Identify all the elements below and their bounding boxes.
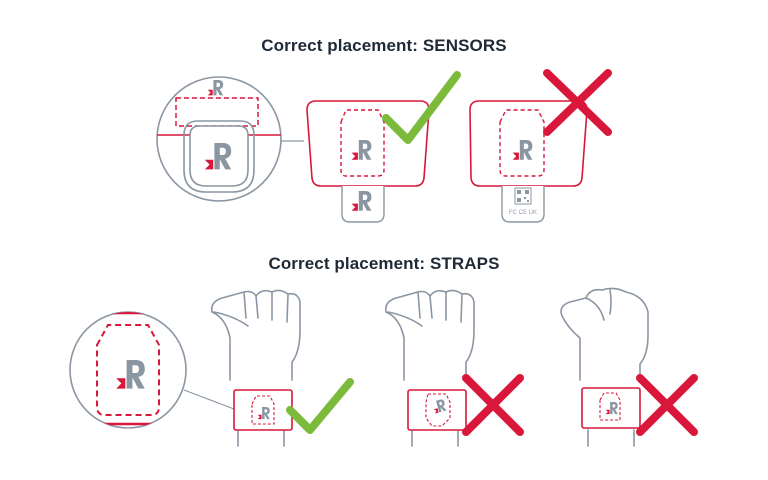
sensor-magnifier bbox=[156, 76, 282, 202]
sensor-wrong: FC CE UK bbox=[469, 100, 588, 223]
check-icon bbox=[286, 378, 354, 434]
sensor-correct bbox=[306, 100, 430, 223]
cross-icon bbox=[462, 374, 524, 436]
check-icon bbox=[382, 71, 461, 144]
strap-wrong bbox=[407, 389, 467, 431]
cross-icon bbox=[543, 69, 612, 136]
pointer-line bbox=[183, 389, 235, 410]
strap-wrong-2 bbox=[581, 387, 641, 429]
sensors-title: Correct placement: SENSORS bbox=[261, 36, 507, 55]
straps-title: Correct placement: STRAPS bbox=[268, 254, 500, 273]
fist-icon bbox=[210, 289, 301, 447]
strap-correct bbox=[233, 389, 293, 431]
fist-icon bbox=[384, 289, 475, 447]
qr-code-icon bbox=[514, 187, 532, 205]
cross-icon bbox=[636, 374, 698, 436]
strap-magnifier bbox=[69, 311, 187, 429]
certification-text: FC CE UK bbox=[509, 210, 537, 216]
fist-icon bbox=[560, 287, 649, 447]
